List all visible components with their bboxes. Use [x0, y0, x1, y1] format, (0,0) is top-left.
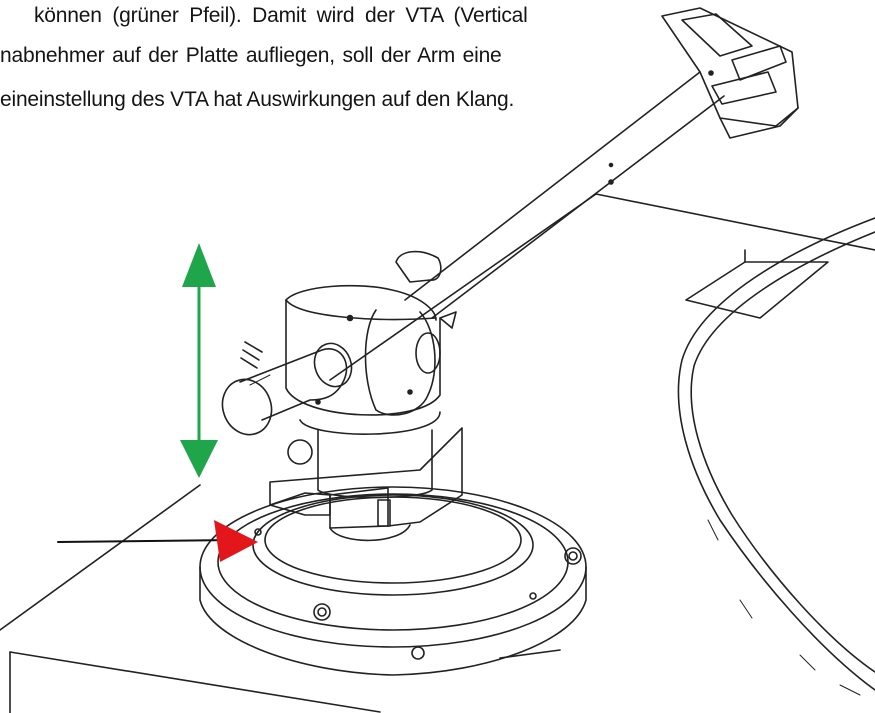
- text-line-1: können (grüner Pfeil). Damit wird der VT…: [34, 4, 528, 27]
- pointer-line: [57, 539, 236, 543]
- arm-base: [199, 486, 587, 676]
- text-line-3: eineinstellung des VTA hat Auswirkungen …: [0, 88, 515, 111]
- pivot-housing: [285, 284, 441, 416]
- green-height-arrow-icon: [180, 243, 218, 478]
- platter: [677, 217, 875, 696]
- arm-tube: [395, 71, 725, 329]
- counterweight: [221, 341, 353, 436]
- red-triangle-icon: [214, 520, 258, 562]
- text-line-2: nabnehmer auf der Platte aufliegen, soll…: [0, 44, 502, 67]
- height-block: [269, 411, 463, 542]
- headshell: [661, 7, 799, 139]
